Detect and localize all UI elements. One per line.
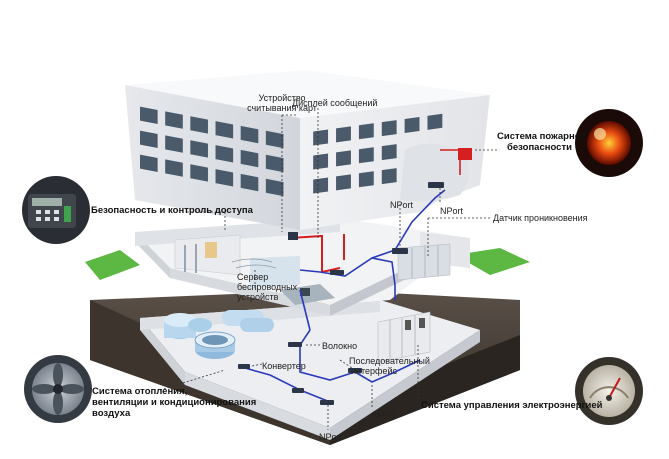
nport-device [392, 248, 408, 254]
wireless-server-label-line2: беспроводных [237, 282, 298, 292]
window [265, 130, 284, 149]
water-tanks [164, 310, 274, 359]
card-reader-label: Устройство считывания карт [228, 93, 336, 113]
nport-device [320, 400, 334, 405]
wireless-server-label-line3: устройств [237, 292, 279, 302]
window [240, 173, 259, 192]
nport-label-bottom-right: NPort [372, 410, 396, 420]
window [165, 135, 183, 153]
window [190, 164, 208, 182]
fiber-label: Волокно [322, 341, 358, 351]
window [358, 147, 374, 164]
window [336, 174, 351, 191]
window [313, 129, 329, 146]
window [313, 153, 329, 170]
window [381, 120, 397, 137]
nport-label-bottom: NPort [319, 432, 343, 442]
intrusion-sensor-label: Датчик проникновения [493, 213, 588, 223]
hvac-label: Система отопления, вентиляции и кондицио… [92, 386, 256, 419]
power-meter-icon [575, 357, 643, 425]
window [265, 178, 284, 197]
network-cables [244, 149, 461, 403]
window [358, 171, 374, 188]
window [336, 150, 351, 167]
nport-label-top-left: NPort [390, 200, 414, 210]
nport-label-top-right: NPort [440, 206, 464, 216]
window [140, 130, 158, 148]
window [427, 113, 443, 130]
window [190, 116, 208, 134]
window [381, 168, 397, 185]
window [190, 140, 208, 158]
nport-device [292, 388, 304, 393]
window [240, 125, 259, 144]
keypad-icon [22, 176, 90, 244]
window [140, 106, 158, 124]
serial-interface-label: Последовательный интерфейс [349, 356, 430, 376]
fire-panel [458, 148, 472, 160]
windows-right [313, 113, 443, 194]
window [265, 154, 284, 173]
basement-level [85, 248, 530, 445]
electrical-cabinets [377, 311, 431, 363]
window [215, 121, 234, 139]
serial-interface-label-line1: Последовательный [349, 356, 430, 366]
security-label: Безопасность и контроль доступа [91, 205, 253, 216]
window [404, 116, 420, 133]
hvac-label-line2: вентиляции и кондиционирования [92, 397, 257, 408]
nport-device [238, 364, 250, 369]
window [165, 111, 183, 129]
fire-system-label-line2: безопасности [507, 142, 572, 153]
card-reader-label-line1: Устройство [258, 93, 306, 103]
windows-left [140, 106, 284, 197]
window [215, 169, 234, 187]
card-reader-device [288, 232, 298, 240]
converter-label: Конвертер [262, 361, 306, 371]
hvac-label-line3: воздуха [92, 408, 131, 419]
wireless-server-label-line1: Сервер [237, 272, 269, 282]
nport-device [428, 182, 444, 188]
fan-icon [24, 355, 92, 423]
nport-device [348, 368, 362, 373]
window [358, 123, 374, 140]
window [381, 144, 397, 161]
callout-lines [159, 108, 497, 430]
fire-system-label: Система пожарной безопасности [497, 131, 586, 153]
window [215, 145, 234, 163]
nport-device [288, 342, 302, 347]
middle-floor [135, 218, 470, 316]
power-system-label: Система управления электроэнергией [421, 400, 603, 411]
fire-alarm-icon [575, 109, 643, 177]
window [140, 154, 158, 172]
serial-interface-label-line2: интерфейс [351, 366, 397, 376]
window [313, 177, 329, 194]
hvac-label-line1: Система отопления, [92, 386, 188, 397]
window [165, 159, 183, 177]
nport-devices [238, 148, 472, 405]
window [240, 149, 259, 168]
message-display-label: Дисплей сообщений [292, 98, 378, 108]
window [336, 126, 351, 143]
nport-device [330, 270, 344, 275]
fire-system-label-line1: Система пожарной [497, 131, 587, 142]
card-reader-label-line2: считывания карт [247, 103, 317, 113]
wireless-server-label: Сервер беспроводных устройств [237, 272, 297, 302]
